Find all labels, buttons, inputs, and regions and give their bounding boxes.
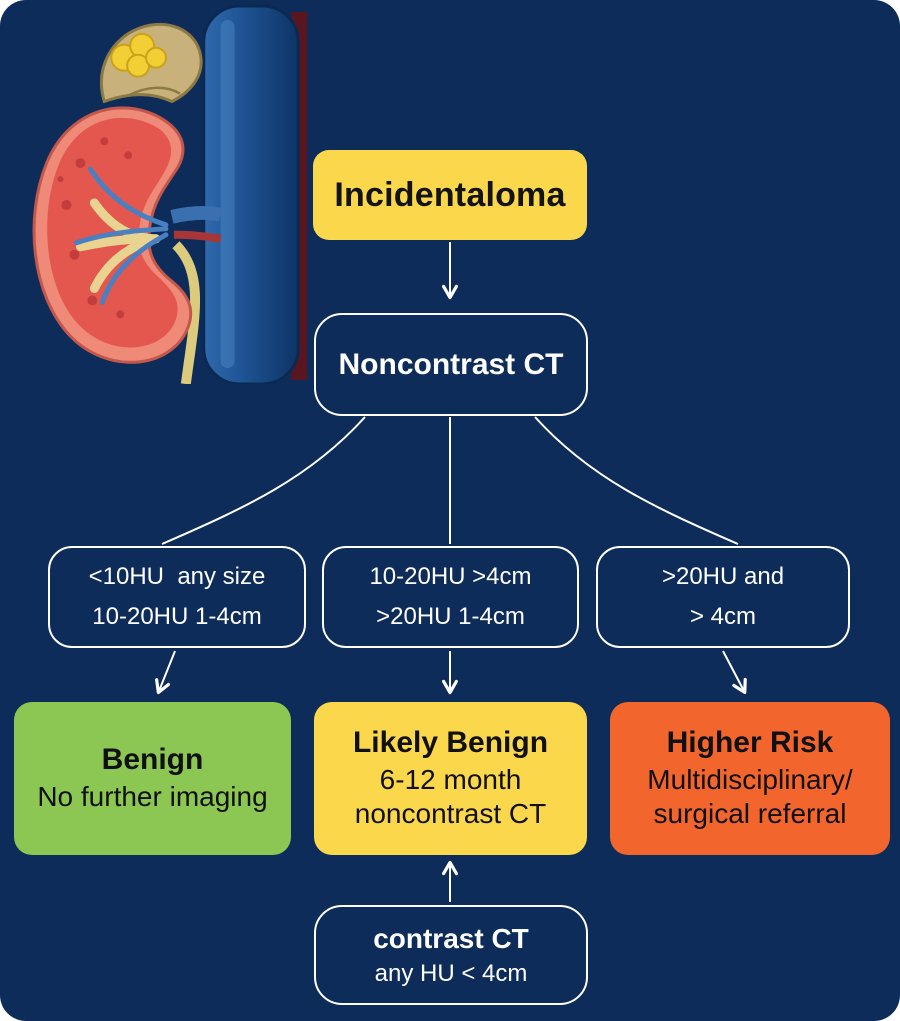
criteria-high-line-1: >20HU and [661, 562, 785, 590]
kidney-medulla-speckles [57, 137, 133, 319]
node-outcome-benign: Benign No further imaging [14, 702, 291, 855]
node-criteria-intermediate: 10-20HU >4cm >20HU 1-4cm [322, 546, 579, 648]
kidney-illustration [32, 106, 193, 364]
node-incidentaloma: Incidentaloma [313, 150, 587, 240]
renal-artery-illustration [173, 230, 222, 243]
node-contrast-ct: contrast CT any HU < 4cm [314, 905, 588, 1005]
node-criteria-low-density: <10HU any size 10-20HU 1-4cm [48, 546, 306, 648]
criteria-low-line-2: 10-20HU 1-4cm [92, 603, 262, 630]
outcome-likely-benign-line-2: noncontrast CT [354, 798, 547, 829]
outcome-likely-benign-title: Likely Benign [352, 725, 549, 759]
outcome-benign-line-1: No further imaging [37, 780, 268, 812]
renal-vessel-branches-illustration [73, 166, 169, 305]
outcome-likely-benign-line-1: 6-12 month [379, 763, 522, 795]
node-incidentaloma-label: Incidentaloma [334, 175, 566, 214]
arrow-high-to-higher-risk [722, 650, 747, 695]
node-contrast-ct-title: contrast CT [373, 922, 529, 954]
outcome-higher-risk-line-2: surgical referral [653, 798, 847, 829]
kidney-adrenal-svg [32, 4, 308, 384]
incidentaloma-nodule-illustration [110, 32, 167, 78]
outcome-benign-title: Benign [101, 742, 204, 776]
kidney-adrenal-illustration [8, 4, 308, 384]
outcome-higher-risk-title: Higher Risk [666, 725, 834, 759]
node-noncontrast-ct: Noncontrast CT [314, 313, 588, 416]
node-outcome-higher-risk: Higher Risk Multidisciplinary/ surgical … [610, 702, 890, 855]
criteria-low-line-1: <10HU any size [88, 562, 266, 590]
criteria-high-line-2: > 4cm [689, 603, 757, 630]
criteria-intermediate-line-1: 10-20HU >4cm [369, 562, 532, 590]
renal-pelvis-illustration [75, 198, 161, 293]
renal-vein-illustration [170, 205, 223, 224]
node-noncontrast-ct-label: Noncontrast CT [338, 347, 564, 381]
node-outcome-likely-benign: Likely Benign 6-12 month noncontrast CT [314, 702, 587, 855]
arrow-low-to-benign [155, 650, 176, 695]
node-contrast-ct-subtitle: any HU < 4cm [374, 959, 528, 987]
line-ct-to-high-criteria [534, 416, 739, 545]
node-criteria-high-density: >20HU and > 4cm [596, 546, 850, 648]
line-ct-to-low-criteria [161, 416, 366, 545]
ureter-illustration [172, 241, 200, 384]
blood-vessel-illustration [202, 4, 300, 384]
criteria-intermediate-line-2: >20HU 1-4cm [376, 603, 525, 630]
outcome-higher-risk-line-1: Multidisciplinary/ [647, 763, 853, 795]
